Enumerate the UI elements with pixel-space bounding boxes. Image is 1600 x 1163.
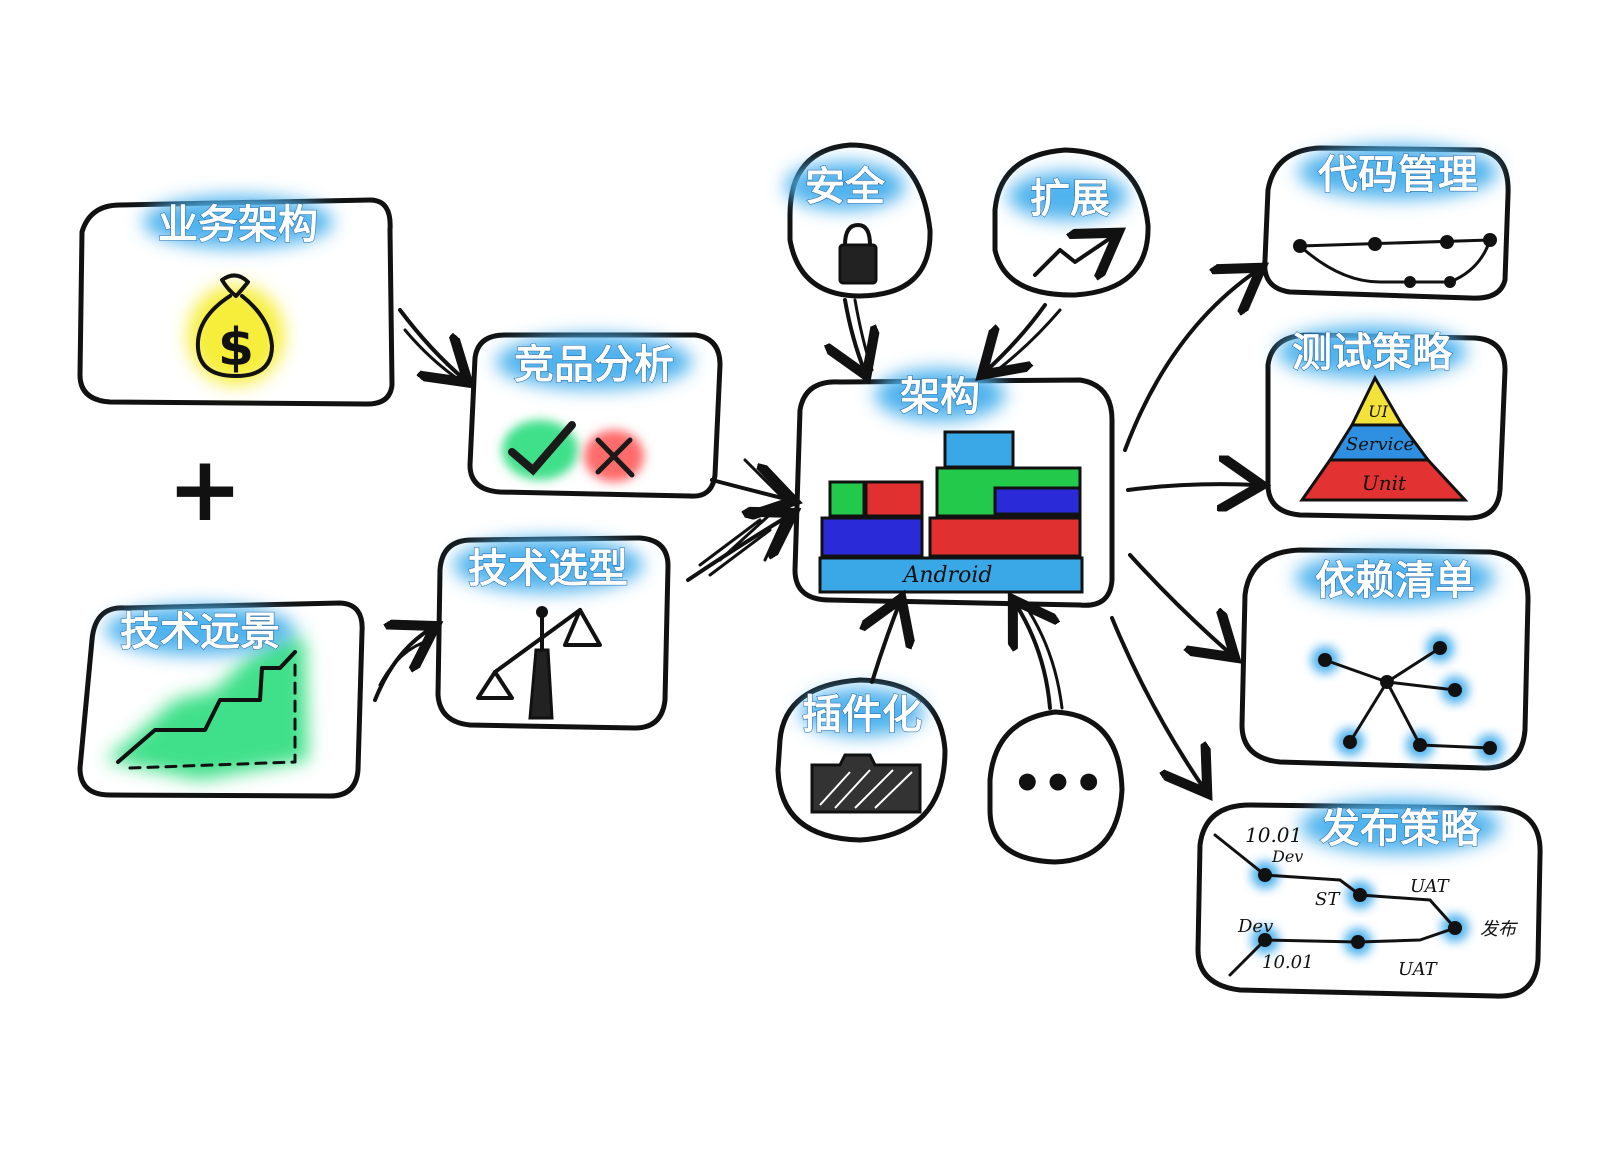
arrow xyxy=(985,303,1047,372)
arrow xyxy=(1110,616,1205,790)
lock-icon xyxy=(838,223,878,285)
label-highlight xyxy=(1300,799,1500,853)
plugin-label: 插件化 xyxy=(802,692,922,738)
label-highlight xyxy=(785,162,905,210)
code-management-label: 代码管理 xyxy=(1317,152,1478,198)
security-label: 安全 xyxy=(805,164,886,210)
arrow-stroke xyxy=(403,328,464,384)
pyramid-unit-layer xyxy=(1299,458,1469,502)
tech-selection-label: 技术选型 xyxy=(468,546,628,592)
label-highlight xyxy=(875,369,1005,421)
label-highlight xyxy=(1008,172,1128,220)
release-note: UAT xyxy=(1398,959,1439,980)
red-block xyxy=(928,516,1082,558)
architecture-label: 架构 xyxy=(900,374,980,420)
node-extension: 扩展 xyxy=(992,147,1151,298)
puzzle-block-icon xyxy=(810,753,922,814)
release-note: UAT xyxy=(1410,876,1451,897)
label-highlight xyxy=(453,538,643,592)
arrow-stroke xyxy=(1023,603,1064,710)
release-note: 10.01 xyxy=(1262,952,1314,973)
branch-graph-icon xyxy=(1293,233,1497,288)
arrow xyxy=(398,308,465,380)
arrow-stroke xyxy=(993,308,1062,374)
release-note: 发布 xyxy=(1480,919,1519,940)
label-highlight xyxy=(143,196,333,248)
node-more: ••• xyxy=(987,709,1125,865)
connector-arrows xyxy=(373,270,1258,790)
release-note: ST xyxy=(1315,889,1341,910)
svg-text:$: $ xyxy=(218,318,254,378)
test-strategy-label: 测试策略 xyxy=(1292,330,1453,376)
node-tech-vision: 技术远景 xyxy=(77,600,365,799)
architecture-stack: Android xyxy=(818,430,1084,594)
business-architecture-label: 业务架构 xyxy=(158,202,318,248)
arrow xyxy=(373,628,432,702)
arrow xyxy=(1126,484,1258,490)
green-highlight xyxy=(105,635,308,780)
pyramid-unit-label: Unit xyxy=(1362,471,1407,495)
pyramid-service-label: Service xyxy=(1346,434,1414,455)
node-business-architecture: 业务架构 $ xyxy=(77,196,395,407)
arrow xyxy=(1128,553,1232,655)
check-icon xyxy=(502,420,578,480)
arrow-stroke xyxy=(698,508,777,577)
label-highlight xyxy=(800,688,924,736)
label-highlight xyxy=(496,335,692,389)
dependency-list-label: 依赖清单 xyxy=(1315,558,1475,604)
blue-block xyxy=(820,516,924,558)
label-highlight xyxy=(1295,551,1495,605)
label-highlight xyxy=(105,605,295,655)
release-note: Dev xyxy=(1271,847,1303,866)
arrow xyxy=(710,480,790,500)
node-test-strategy: 测试策略 UI Service Unit xyxy=(1265,326,1508,521)
top-block xyxy=(943,430,1015,469)
label-highlight xyxy=(1277,326,1467,378)
more-ellipsis: ••• xyxy=(1012,756,1104,812)
arrow-stroke xyxy=(853,298,874,372)
extension-label: 扩展 xyxy=(1030,176,1110,222)
arrow xyxy=(686,515,790,582)
tech-vision-label: 技术远景 xyxy=(120,609,280,655)
cross-icon xyxy=(584,430,644,482)
test-pyramid: UI Service Unit xyxy=(1299,374,1469,502)
node-tech-selection: 技术选型 xyxy=(435,535,671,731)
arrow xyxy=(1015,603,1050,710)
blue-block xyxy=(993,486,1082,516)
node-architecture: 架构 Android xyxy=(792,369,1115,608)
node-security: 安全 xyxy=(785,142,933,299)
node-plugin: 插件化 xyxy=(775,677,948,843)
arrow xyxy=(845,298,865,372)
release-strategy-label: 发布策略 xyxy=(1320,806,1481,852)
arrow-stroke xyxy=(378,638,432,687)
red-block xyxy=(864,480,924,518)
plus-sign: + xyxy=(167,437,242,542)
money-bag-icon: $ xyxy=(188,273,284,385)
label-highlight xyxy=(1298,145,1498,199)
trend-arrow-icon xyxy=(1033,235,1115,275)
release-note: 10.01 xyxy=(1245,823,1302,847)
node-release-strategy: 发布策略 10.01 Dev ST UAT Dev 10.01 UAT 发布 xyxy=(1195,799,1543,999)
android-layer xyxy=(818,556,1084,594)
arrow xyxy=(872,602,900,684)
green-block xyxy=(828,480,866,518)
release-note: Dev xyxy=(1237,916,1273,937)
growth-chart-icon xyxy=(116,650,297,770)
arrow xyxy=(1123,270,1258,452)
node-dependency-list: 依赖清单 xyxy=(1239,547,1531,771)
android-layer-label: Android xyxy=(901,563,992,588)
release-branch-diagram: 10.01 Dev ST UAT Dev 10.01 UAT 发布 xyxy=(1213,823,1519,980)
competitor-analysis-label: 竞品分析 xyxy=(514,342,674,388)
dependency-graph-icon xyxy=(1311,634,1504,762)
balance-scale-icon xyxy=(476,606,602,720)
pyramid-ui-label: UI xyxy=(1368,402,1388,421)
node-competitor-analysis: 竞品分析 xyxy=(467,332,723,499)
node-code-management: 代码管理 xyxy=(1262,145,1511,301)
